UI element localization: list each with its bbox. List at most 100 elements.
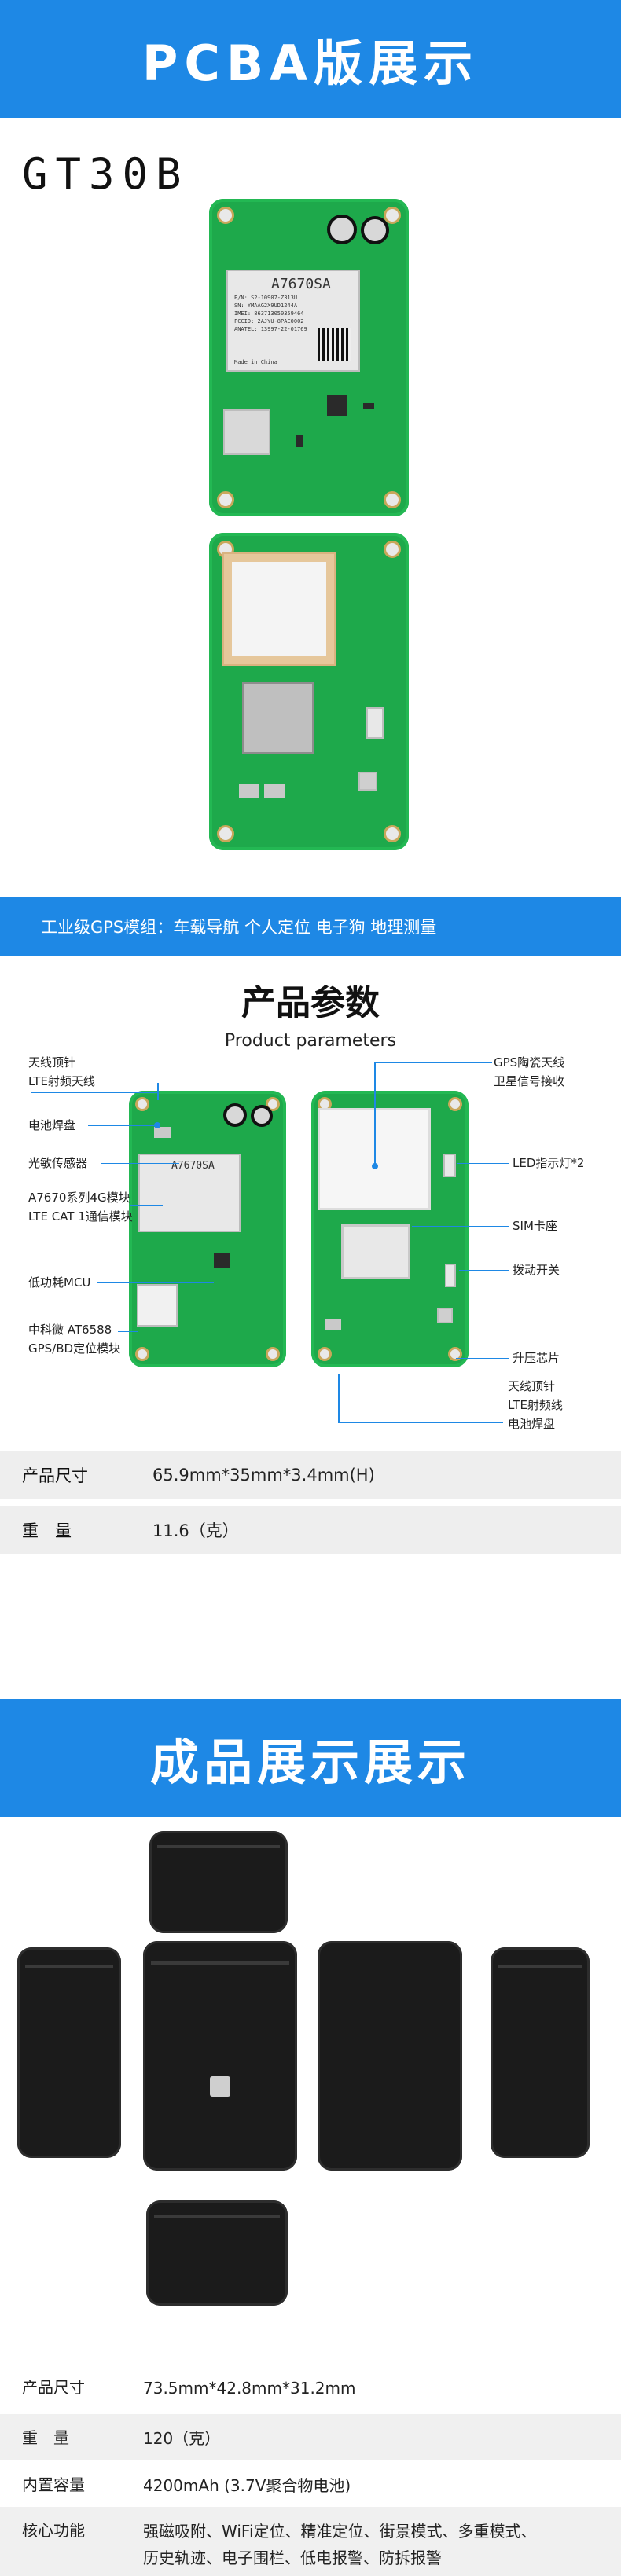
leader-line xyxy=(338,1422,503,1423)
leader-line xyxy=(457,1163,509,1164)
leader-line xyxy=(157,1083,159,1100)
callout-light-sensor: 光敏传感器 xyxy=(28,1156,88,1170)
lte-module: A7670SA P/N: S2-10907-Z313U SN: YMAAG2X9… xyxy=(226,270,360,372)
gps-module xyxy=(223,409,270,455)
battery-pad xyxy=(264,784,285,798)
capacitor xyxy=(223,1103,247,1127)
callout-lte-antenna: LTE射频天线 xyxy=(28,1074,95,1088)
product-spec-row: 内置容量 4200mAh (3.7V聚合物电池) xyxy=(0,2461,621,2507)
sim-card-holder xyxy=(341,1224,410,1279)
qr-code xyxy=(318,328,351,361)
device-band xyxy=(154,2215,280,2218)
boost-chip xyxy=(437,1308,453,1323)
slide-switch xyxy=(445,1264,456,1287)
leader-line xyxy=(459,1270,509,1271)
callout-antenna-pin-right: 天线顶针 xyxy=(508,1379,556,1393)
leader-line xyxy=(88,1125,156,1126)
mount-hole xyxy=(135,1097,149,1111)
pcb-annotated-back xyxy=(311,1091,469,1367)
mount-hole xyxy=(217,825,234,842)
battery-pad xyxy=(325,1319,341,1330)
device-band xyxy=(25,1965,113,1968)
leader-line xyxy=(456,1358,509,1359)
callout-gps-chip: 中科微 AT6588 xyxy=(28,1323,112,1337)
leader-line xyxy=(118,1331,138,1332)
leader-line xyxy=(31,1092,159,1093)
device-top-view xyxy=(149,1831,288,1933)
antenna-surface xyxy=(232,562,326,656)
led-indicator xyxy=(443,1154,456,1177)
leader-line xyxy=(374,1062,376,1165)
usage-strip: 工业级GPS模组：车载导航 个人定位 电子狗 地理测量 xyxy=(0,897,621,956)
device-back-view xyxy=(318,1941,462,2171)
gps-ceramic-antenna xyxy=(222,552,336,666)
spec-key: 产品尺寸 xyxy=(22,2378,85,2397)
spec-value: 强磁吸附、WiFi定位、精准定位、街景模式、多重模式、 xyxy=(143,2522,537,2541)
callout-cat1-module: LTE CAT 1通信模块 xyxy=(28,1209,133,1224)
leader-line xyxy=(130,1205,163,1206)
callout-sim: SIM卡座 xyxy=(513,1219,557,1233)
slide-switch xyxy=(366,707,384,739)
module-made-in: Made in China xyxy=(234,359,277,365)
callout-4g-module: A7670系列4G模块 xyxy=(28,1191,130,1205)
battery-pad xyxy=(239,784,259,798)
device-light-window xyxy=(210,2076,230,2097)
mount-hole xyxy=(135,1347,149,1361)
usage-text: 工业级GPS模组：车载导航 个人定位 电子狗 地理测量 xyxy=(41,918,437,937)
capacitor xyxy=(251,1105,273,1127)
lte-module: A7670SA xyxy=(138,1154,241,1232)
callout-slide-switch: 拨动开关 xyxy=(513,1263,560,1277)
mount-hole xyxy=(318,1347,332,1361)
spec-value: 11.6（克） xyxy=(152,1521,239,1540)
spec-key: 重 量 xyxy=(22,2428,69,2447)
capacitor xyxy=(327,215,357,244)
spec-key: 核心功能 xyxy=(22,2521,85,2540)
leader-line xyxy=(338,1374,340,1422)
pcb-front-photo: A7670SA P/N: S2-10907-Z313U SN: YMAAG2X9… xyxy=(209,199,409,516)
mcu-chip xyxy=(214,1253,230,1268)
mount-hole xyxy=(217,491,234,508)
callout-gps-antenna: GPS陶瓷天线 xyxy=(494,1055,565,1070)
module-name: A7670SA xyxy=(171,1160,215,1172)
mount-hole xyxy=(217,207,234,224)
callout-battery-pad-right: 电池焊盘 xyxy=(508,1417,556,1431)
params-subtitle: Product parameters xyxy=(224,1031,397,1051)
module-line: P/N: S2-10907-Z313U xyxy=(234,295,298,301)
spec-value: 73.5mm*42.8mm*31.2mm xyxy=(143,2379,356,2398)
leader-dot xyxy=(372,1163,378,1169)
component xyxy=(363,403,374,409)
mount-hole xyxy=(384,207,401,224)
battery-pad xyxy=(154,1127,171,1138)
device-side-view-left xyxy=(17,1947,121,2158)
sim-card-holder xyxy=(242,682,314,754)
pcba-banner-title: PCBA版展示 xyxy=(141,35,480,92)
product-spec-row: 产品尺寸 73.5mm*42.8mm*31.2mm xyxy=(0,2364,621,2411)
spec-row: 产品尺寸 65.9mm*35mm*3.4mm(H) xyxy=(0,1451,621,1499)
mount-hole xyxy=(266,1347,280,1361)
leader-line xyxy=(412,1226,509,1227)
spec-value: 历史轨迹、电子围栏、低电报警、防拆报警 xyxy=(143,2548,442,2567)
device-band xyxy=(151,1961,289,1965)
mount-hole xyxy=(384,825,401,842)
boost-chip xyxy=(358,772,377,791)
component xyxy=(296,435,303,447)
callout-antenna-pin: 天线顶针 xyxy=(28,1055,76,1070)
spec-key: 重 量 xyxy=(22,1521,72,1540)
product-banner-title: 成品展示展示 xyxy=(149,1734,471,1791)
pcb-annotated-front: A7670SA xyxy=(129,1091,286,1367)
leader-line xyxy=(101,1163,179,1164)
device-bottom-view xyxy=(146,2200,288,2306)
spec-value: 65.9mm*35mm*3.4mm(H) xyxy=(152,1466,375,1484)
leader-line xyxy=(374,1062,492,1063)
device-side-view-right xyxy=(491,1947,590,2158)
gps-module xyxy=(137,1284,178,1327)
mount-hole xyxy=(448,1097,462,1111)
module-line: SN: YMAAG2X9UD1244A xyxy=(234,303,298,309)
module-line: IMEI: 863713050359464 xyxy=(234,310,304,317)
model-name: GT30B xyxy=(22,149,189,199)
product-banner: 成品展示展示 xyxy=(0,1699,621,1817)
leader-dot xyxy=(154,1122,160,1128)
product-spec-row: 重 量 120（克） xyxy=(0,2414,621,2460)
spec-value: 4200mAh (3.7V聚合物电池) xyxy=(143,2476,351,2495)
